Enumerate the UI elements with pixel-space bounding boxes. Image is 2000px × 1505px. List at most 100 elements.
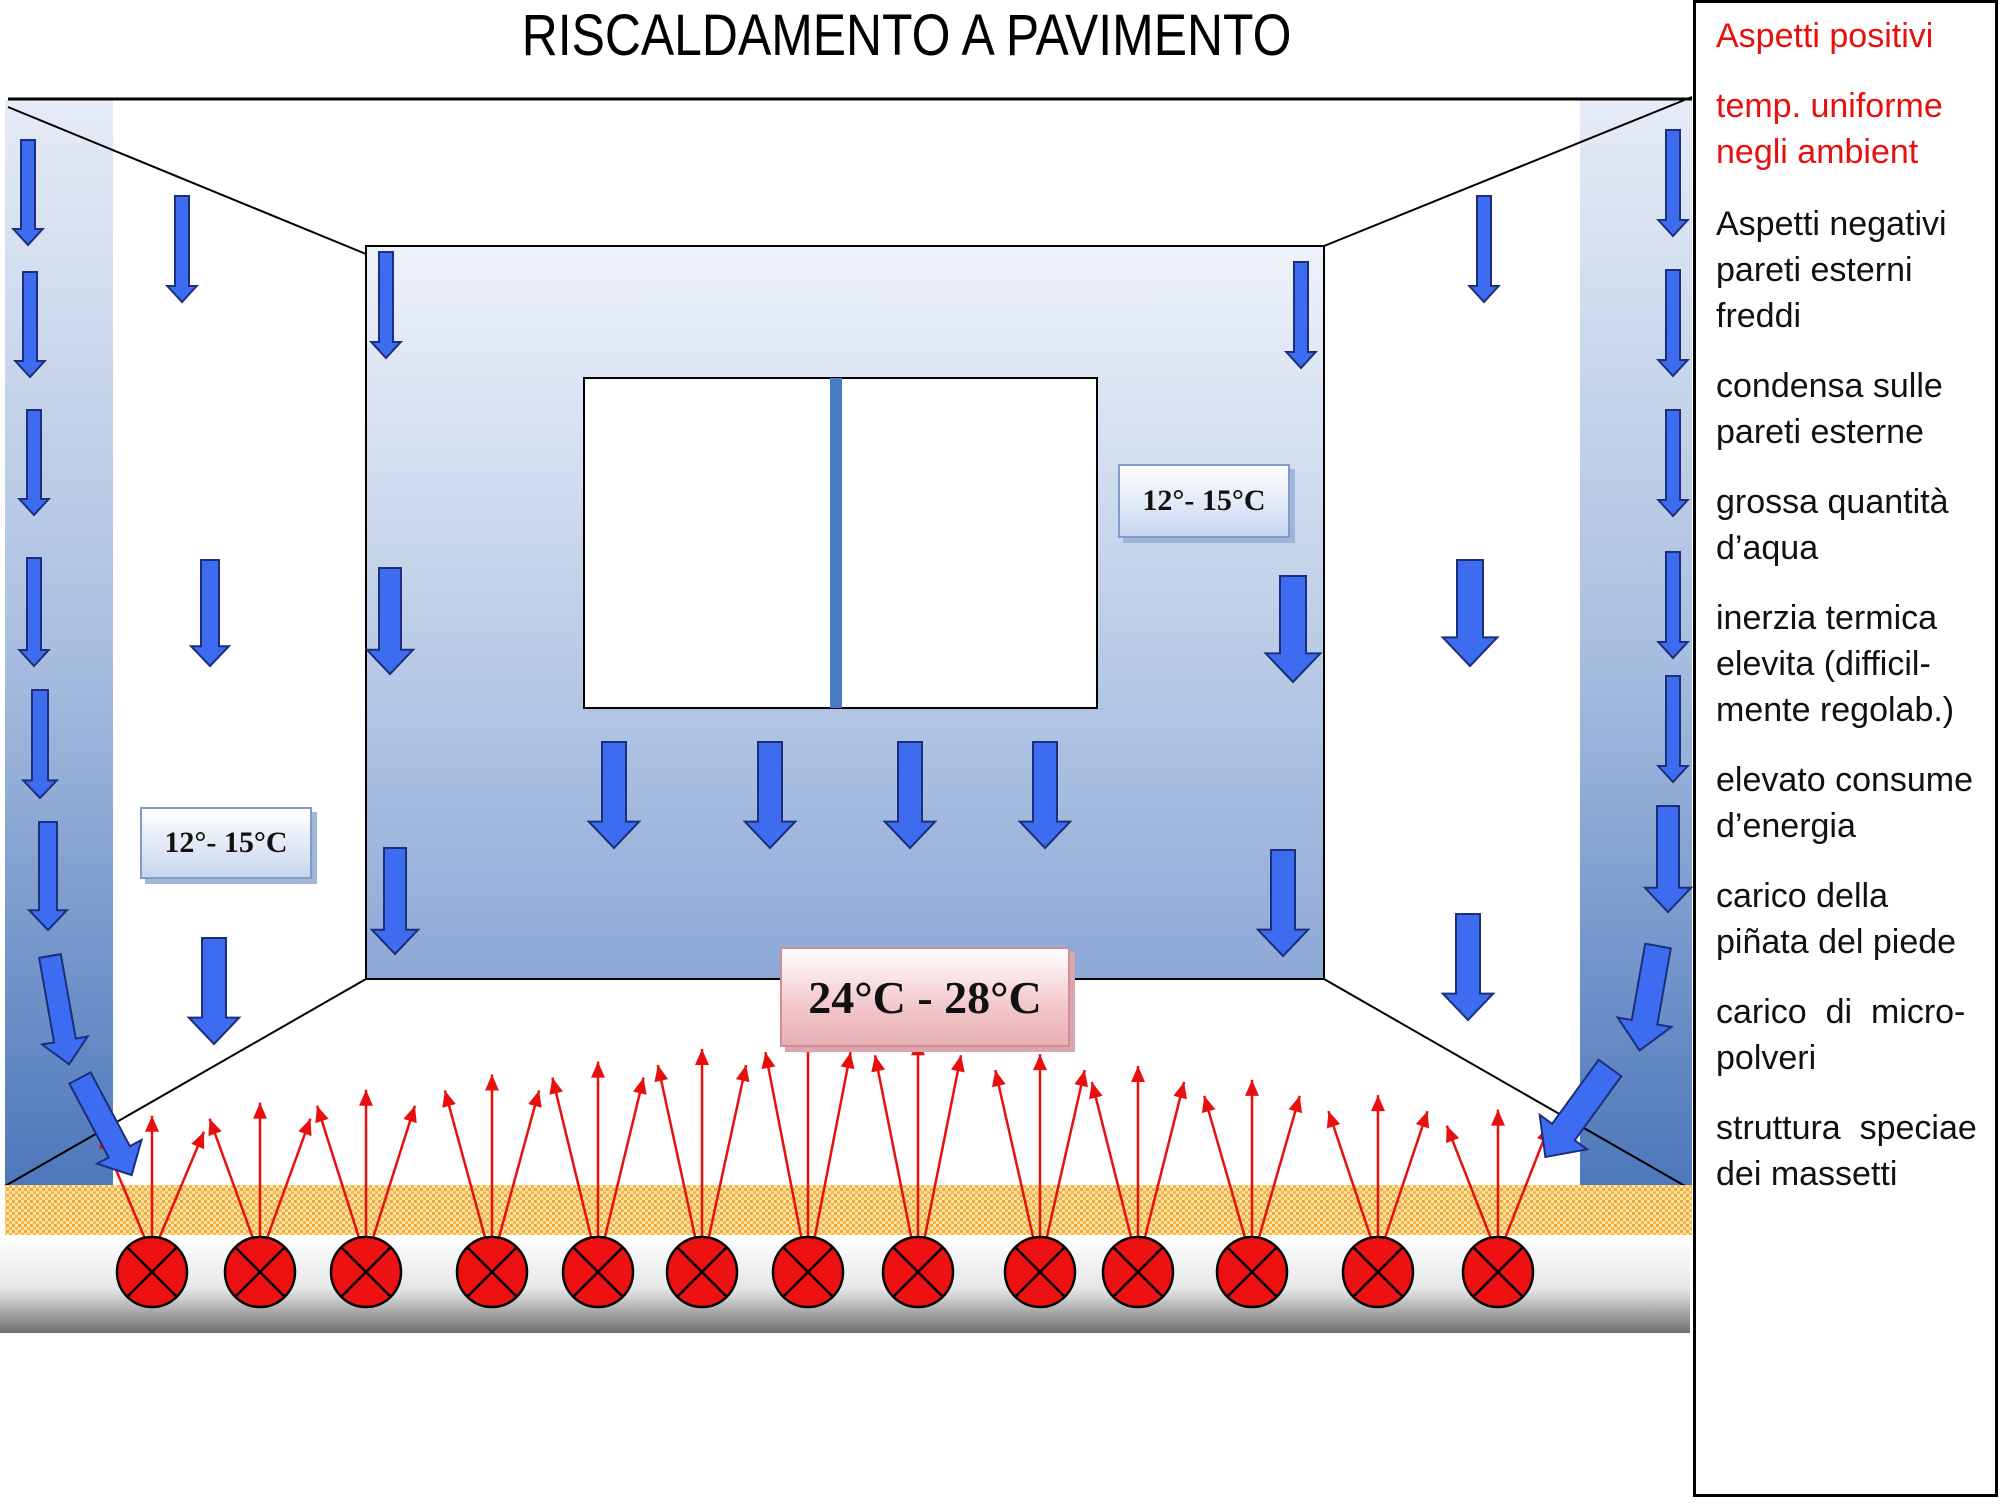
negative-item-line: elevita (difficil- [1716,645,1931,683]
down-arrow-icon [1538,1058,1623,1159]
up-arrow-icon [812,1051,855,1242]
positive-item-line: temp. uniforme [1716,87,1943,125]
up-arrow-icon [264,1118,312,1242]
pipe-cross-section-icon [1215,1235,1289,1309]
diagram-title: RISCALDAMENTO A PAVIMENTO [521,3,1292,68]
positive-item-line: negli ambient [1716,133,1919,171]
pipe-cross-section-icon [771,1235,845,1309]
ceiling-edge-right [1323,96,1693,247]
down-arrow-icon [1440,559,1500,668]
up-arrow-icon [1033,1054,1047,1237]
up-arrow-icon [871,1055,914,1242]
down-arrow-icon [1017,741,1073,850]
down-arrow-icon [369,251,403,360]
down-arrow-icon [38,952,90,1066]
up-arrow-icon [549,1077,594,1242]
up-arrow-icon [1326,1110,1374,1242]
floor-temperature-label: 24°C - 28°C [780,947,1070,1047]
pipe-cross-section-icon [881,1235,955,1309]
positive-item: temp. uniforme negli ambient [1716,83,1983,175]
up-arrow-icon [1382,1110,1430,1242]
floor-edge-right [1323,978,1693,1191]
negative-item-line: mente regolab.) [1716,691,1955,729]
down-arrow-icon [1440,913,1496,1022]
up-arrow-icon [591,1061,605,1237]
negative-item-line: elevato consume [1716,761,1974,799]
down-arrow-icon [13,271,47,379]
pipe-cross-section-icon [455,1235,529,1309]
negative-item-line: d’energia [1716,807,1856,845]
pipe-cross-section-icon [329,1235,403,1309]
down-arrow-icon [1656,269,1690,378]
up-arrow-icon [156,1131,206,1242]
down-arrow-icon [17,409,51,517]
up-arrow-icon [1371,1095,1385,1237]
down-arrow-icon [364,567,416,676]
pipe-cross-section-icon [1101,1235,1175,1309]
up-arrow-icon [315,1105,362,1242]
down-arrow-icon [1656,551,1690,660]
up-arrow-icon [1445,1125,1494,1242]
positive-heading: Aspetti positivi [1716,17,1934,55]
negative-item-line: carico di micro- [1716,993,1966,1031]
negative-item: inerzia termica elevita (difficil- mente… [1716,595,1983,733]
window-mullion [830,378,842,708]
window [583,377,1098,709]
up-arrow-icon [1131,1065,1145,1237]
negative-item-line: inerzia termica [1716,599,1938,637]
up-arrow-icon [145,1115,159,1237]
down-arrow-icon [68,1071,144,1177]
down-arrow-icon [1255,849,1311,958]
pipe-cross-section-icon [665,1235,739,1309]
wall-temperature-label-right: 12°- 15°C [1118,464,1290,538]
down-arrow-icon [188,559,232,668]
up-arrow-icon [253,1102,267,1237]
down-arrow-icon [742,741,798,850]
down-arrow-icon [1656,129,1690,238]
up-arrow-icon [442,1090,488,1242]
down-arrow-icon [1467,195,1501,304]
down-arrow-icon [186,937,242,1046]
up-arrow-icon [1044,1069,1089,1242]
up-arrow-icon [922,1055,965,1242]
negative-item-line: struttura speciae [1716,1109,1977,1147]
negative-item-line: dei massetti [1716,1155,1898,1193]
up-arrow-icon [602,1077,647,1242]
up-arrow-icon [654,1064,698,1242]
pipe-cross-section-icon [1003,1235,1077,1309]
negative-item: struttura speciae dei massetti [1716,1105,1983,1197]
up-arrow-icon [695,1048,709,1237]
up-arrow-icon [359,1089,373,1237]
negative-item-line: pareti esterne [1716,413,1924,451]
down-arrow-icon [1656,409,1690,518]
down-arrow-icon [1656,675,1690,784]
down-arrow-icon [369,847,421,956]
down-arrow-icon [1615,942,1674,1052]
negative-item-line: pareti esterni [1716,251,1913,289]
negative-item-line: piñata del piede [1716,923,1957,961]
negative-item: carico della piñata del piede [1716,873,1983,965]
negative-item-line: carico della [1716,877,1888,915]
up-arrow-icon [496,1090,542,1242]
heat-radiation-arrows [98,1036,1551,1242]
down-arrow-icon [1284,261,1318,370]
negative-item-line: grossa quantità [1716,483,1949,521]
floor-edge-left [4,978,367,1187]
down-arrow-icon [17,557,51,668]
wall-temperature-label-left: 12°- 15°C [140,807,312,879]
pipe-cross-section-icon [561,1235,635,1309]
pipe-cross-section-icon [223,1235,297,1309]
down-arrow-icon [586,741,642,850]
down-arrow-icon [20,689,60,800]
up-arrow-icon [1201,1095,1248,1242]
negative-item: pareti esterni freddi [1716,247,1983,339]
negative-item: carico di micro- polveri [1716,989,1983,1081]
negative-item: elevato consume d’energia [1716,757,1983,849]
down-arrow-icon [1642,805,1694,914]
negative-item-line: d’aqua [1716,529,1819,567]
up-arrow-icon [911,1039,925,1237]
pipe-cross-section-icon [115,1235,189,1309]
up-arrow-icon [1491,1109,1505,1237]
negative-item: grossa quantità d’aqua [1716,479,1983,571]
negative-item: condensa sulle pareti esterne [1716,363,1983,455]
